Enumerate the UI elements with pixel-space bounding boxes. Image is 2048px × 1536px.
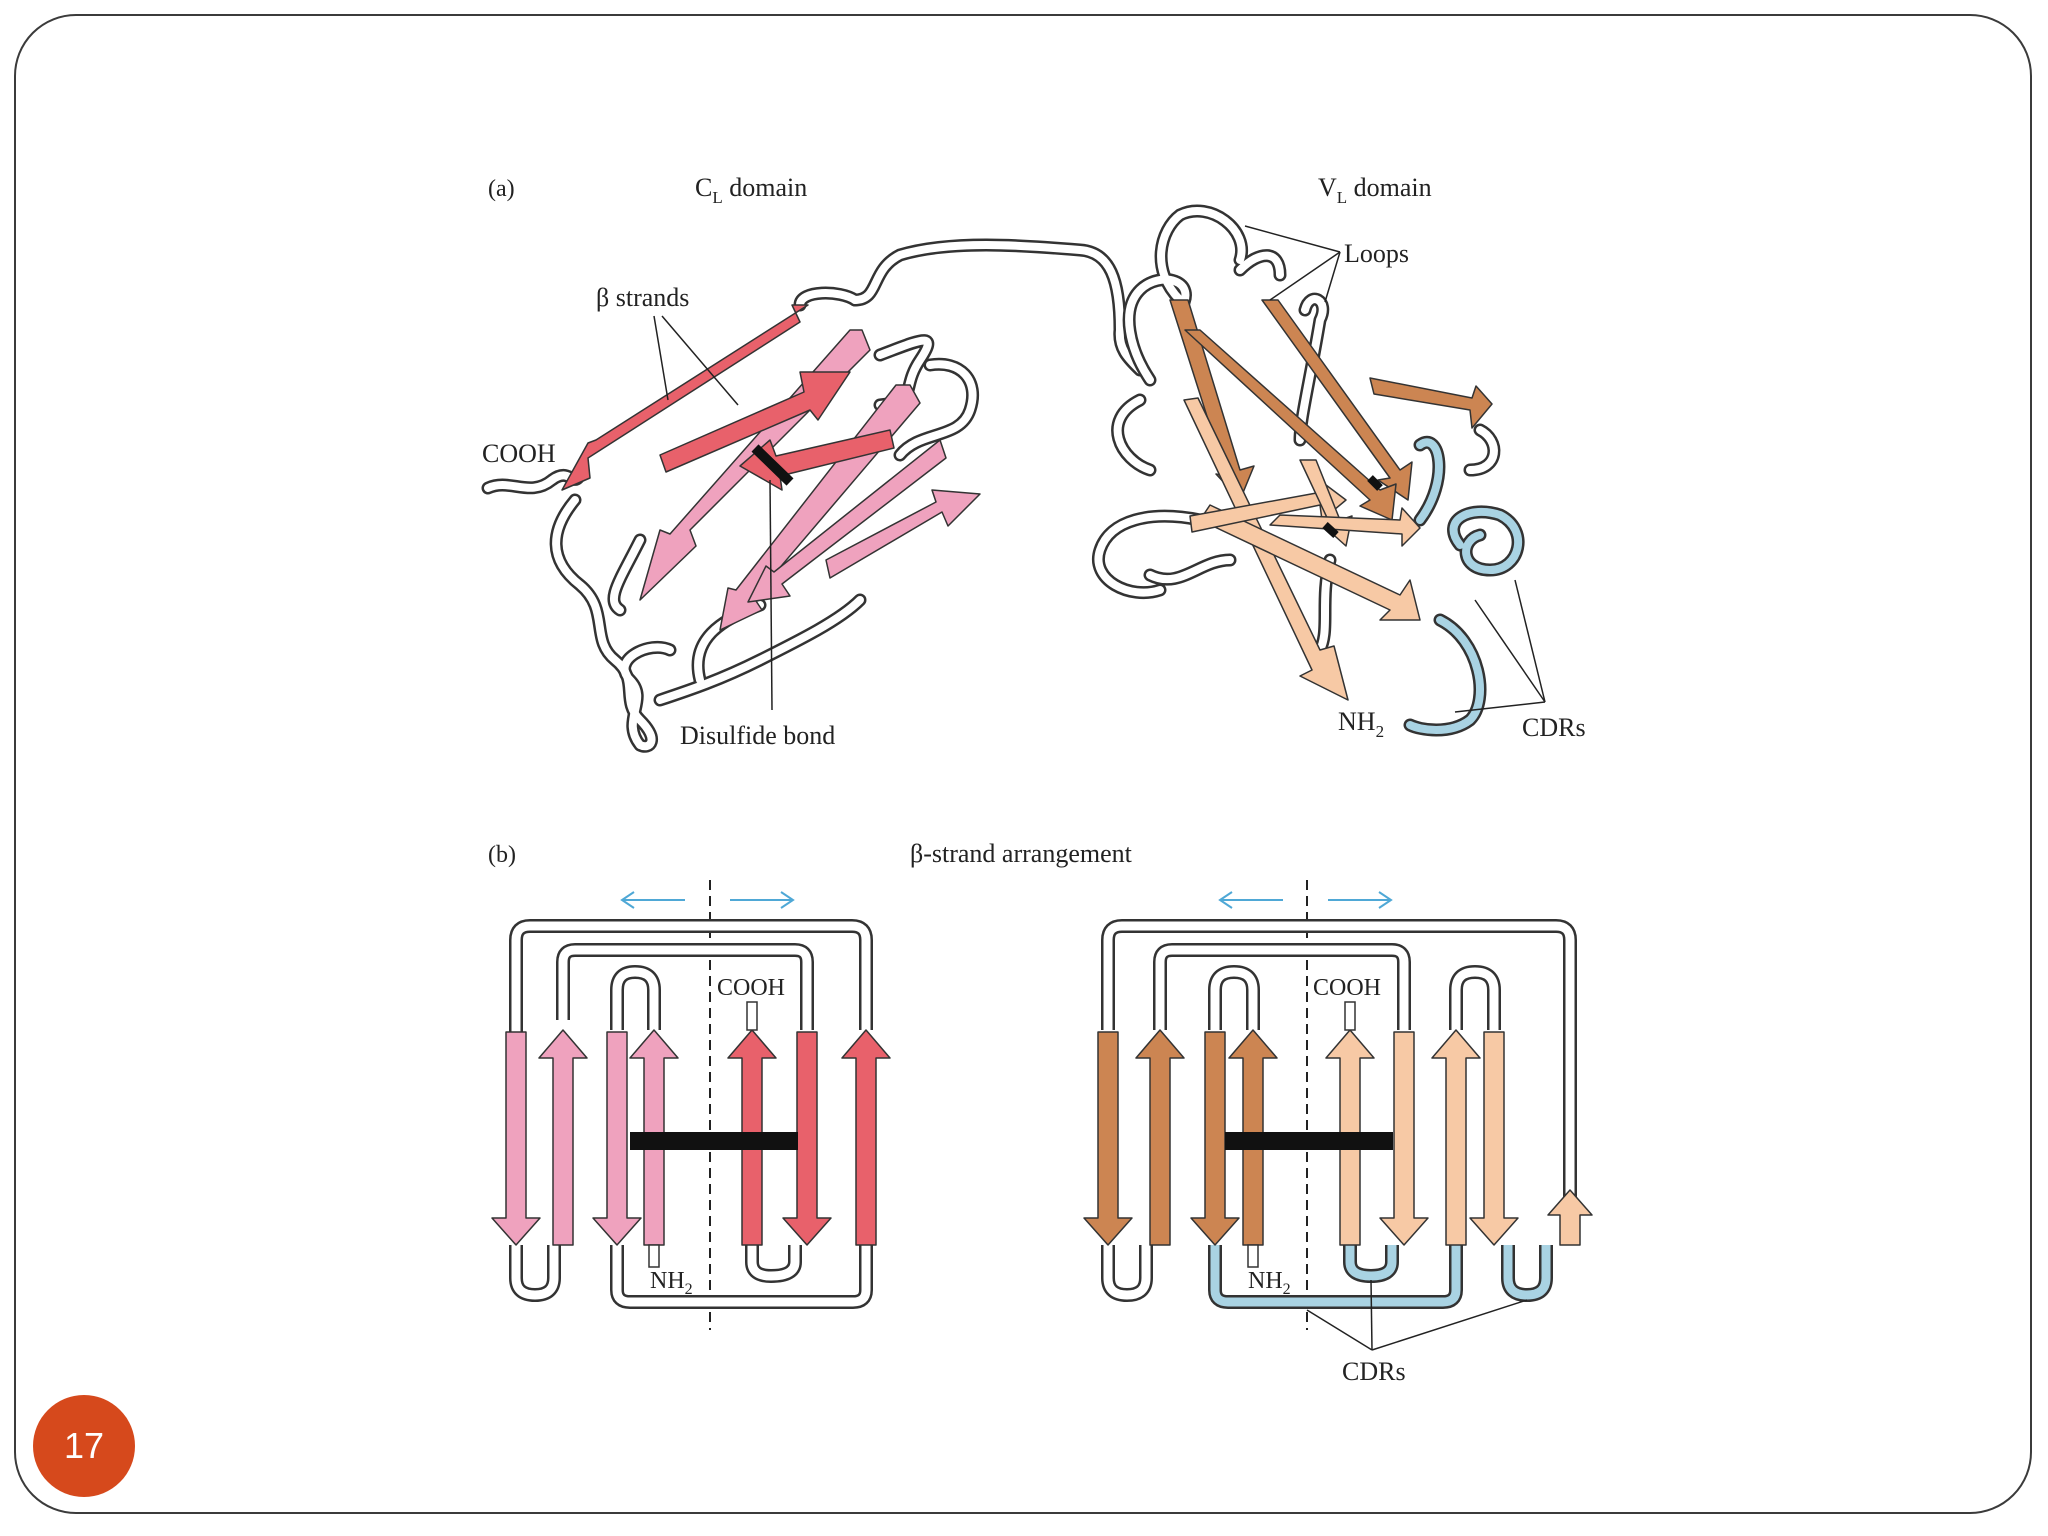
vl-cdr-tubes — [1403, 436, 1525, 737]
panel-b-label: (b) — [488, 842, 516, 868]
cl-direction-arrows — [620, 891, 795, 909]
cl-topo-nh2-label: NH2 — [650, 1268, 693, 1298]
vl-topo-cdrs-label: CDRs — [1342, 1357, 1406, 1386]
vl-topo-strand-9 — [1547, 1189, 1593, 1246]
vl-topo-strand-8 — [1469, 1031, 1519, 1246]
disulfide-bond-label: Disulfide bond — [680, 721, 835, 750]
cl-topo-cooh-label: COOH — [717, 975, 785, 1001]
cl-strand-6 — [747, 439, 947, 603]
cl-topo-strand-1 — [491, 1031, 541, 1246]
cl-strand-3 — [659, 371, 851, 473]
vl-direction-arrows — [1218, 891, 1393, 909]
vl-disulfide-bar — [1225, 1132, 1393, 1150]
vl-cdrs-label: CDRs — [1522, 713, 1586, 742]
cl-topo-strand-7 — [841, 1029, 891, 1246]
panel-a: (a) CL domain VL domain — [481, 173, 1586, 753]
cl-domain-label: CL domain — [695, 173, 807, 207]
beta-strands-label: β strands — [596, 283, 689, 312]
vl-topo-strand-1 — [1083, 1031, 1133, 1246]
panel-b-title: β-strand arrangement — [910, 839, 1133, 868]
loops-label: Loops — [1344, 239, 1409, 268]
vl-disulfide-bond-2 — [1322, 522, 1339, 538]
page-number-badge: 17 — [33, 1395, 135, 1497]
cl-topo-strand-3 — [592, 1031, 642, 1246]
cl-topology: COOH NH2 — [491, 880, 891, 1330]
vl-topology: COOH NH2 CDRs — [1083, 880, 1593, 1386]
vl-topo-cdr-loops — [1208, 1245, 1553, 1309]
vl-disulfide-bond-1 — [1367, 475, 1383, 491]
vl-nh2-label: NH2 — [1338, 707, 1384, 741]
slide-frame — [14, 14, 2032, 1514]
cl-leader-lines — [653, 315, 773, 711]
panel-b: (b) β-strand arrangement — [488, 839, 1593, 1386]
cl-disulfide-bond — [751, 444, 794, 486]
cl-strand-1 — [561, 304, 809, 491]
vl-strand-4 — [1184, 329, 1397, 521]
vl-topo-strand-7 — [1431, 1029, 1481, 1246]
vl-nh2-stub — [1247, 1244, 1259, 1268]
cl-strand-7 — [825, 489, 981, 579]
cl-nh2-stub — [648, 1244, 660, 1268]
vl-topo-strand-3 — [1190, 1031, 1240, 1246]
cl-topo-strand-6 — [782, 1031, 832, 1246]
vl-topo-cooh-label: COOH — [1313, 975, 1381, 1001]
vl-strand-3 — [1369, 377, 1493, 429]
vl-strand-1 — [1169, 299, 1255, 501]
cl-topo-strand-2 — [538, 1029, 588, 1246]
vl-beta-strands — [1169, 299, 1493, 701]
vl-leader-lines — [1244, 225, 1546, 713]
vl-strand-9 — [1269, 507, 1421, 547]
vl-topo-nh2-label: NH2 — [1248, 1268, 1291, 1298]
cl-disulfide-bar — [630, 1132, 798, 1150]
cl-cooh-stub — [746, 1001, 758, 1031]
panel-a-label: (a) — [488, 176, 515, 202]
cl-cooh-label: COOH — [482, 439, 556, 468]
vl-topo-cdr-leaders — [1306, 1279, 1528, 1351]
vl-topo-strand-6 — [1379, 1031, 1429, 1246]
vl-domain-label: VL domain — [1318, 173, 1432, 207]
vl-strand-2 — [1261, 299, 1413, 501]
vl-topo-strand-2 — [1135, 1029, 1185, 1246]
vl-cooh-stub — [1344, 1001, 1356, 1031]
cl-beta-strands — [561, 304, 981, 631]
